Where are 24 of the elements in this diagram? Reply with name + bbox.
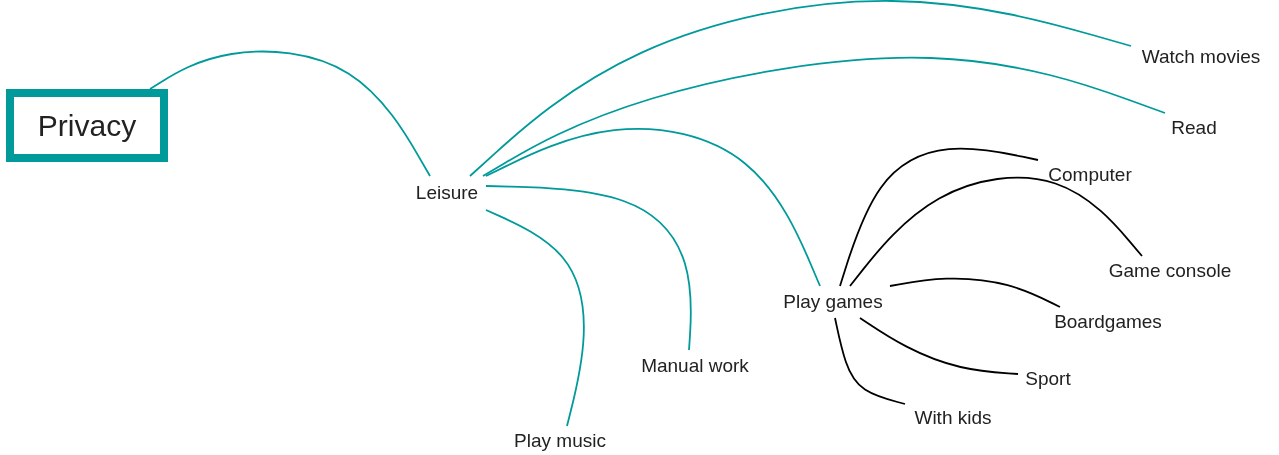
connector-line (485, 209, 585, 427)
connector-line (889, 277, 1061, 308)
branch-label: Computer (1048, 164, 1132, 186)
connector-line (485, 185, 692, 351)
branch-label: Play music (514, 430, 606, 452)
branch-label: Play games (783, 291, 883, 313)
branch-label: Leisure (415, 182, 479, 204)
connector-line (834, 317, 906, 405)
branch-label: Boardgames (1054, 311, 1162, 333)
connector-line (859, 317, 1019, 375)
connector-line (482, 56, 1166, 177)
connector-line (849, 176, 1143, 287)
connector-line (485, 127, 821, 287)
branch-label: With kids (914, 407, 992, 429)
connector-line (149, 50, 431, 177)
topic-box (6, 89, 168, 162)
topic-title: Privacy (37, 108, 137, 143)
branch-label: Sport (1025, 368, 1071, 390)
branch-label: Read (1171, 117, 1217, 139)
branch-label: Game console (1108, 260, 1232, 282)
connector-line (469, 0, 1132, 177)
branch-label: Watch movies (1141, 46, 1261, 68)
branch-label: Manual work (641, 355, 749, 377)
connector-line (839, 147, 1039, 287)
